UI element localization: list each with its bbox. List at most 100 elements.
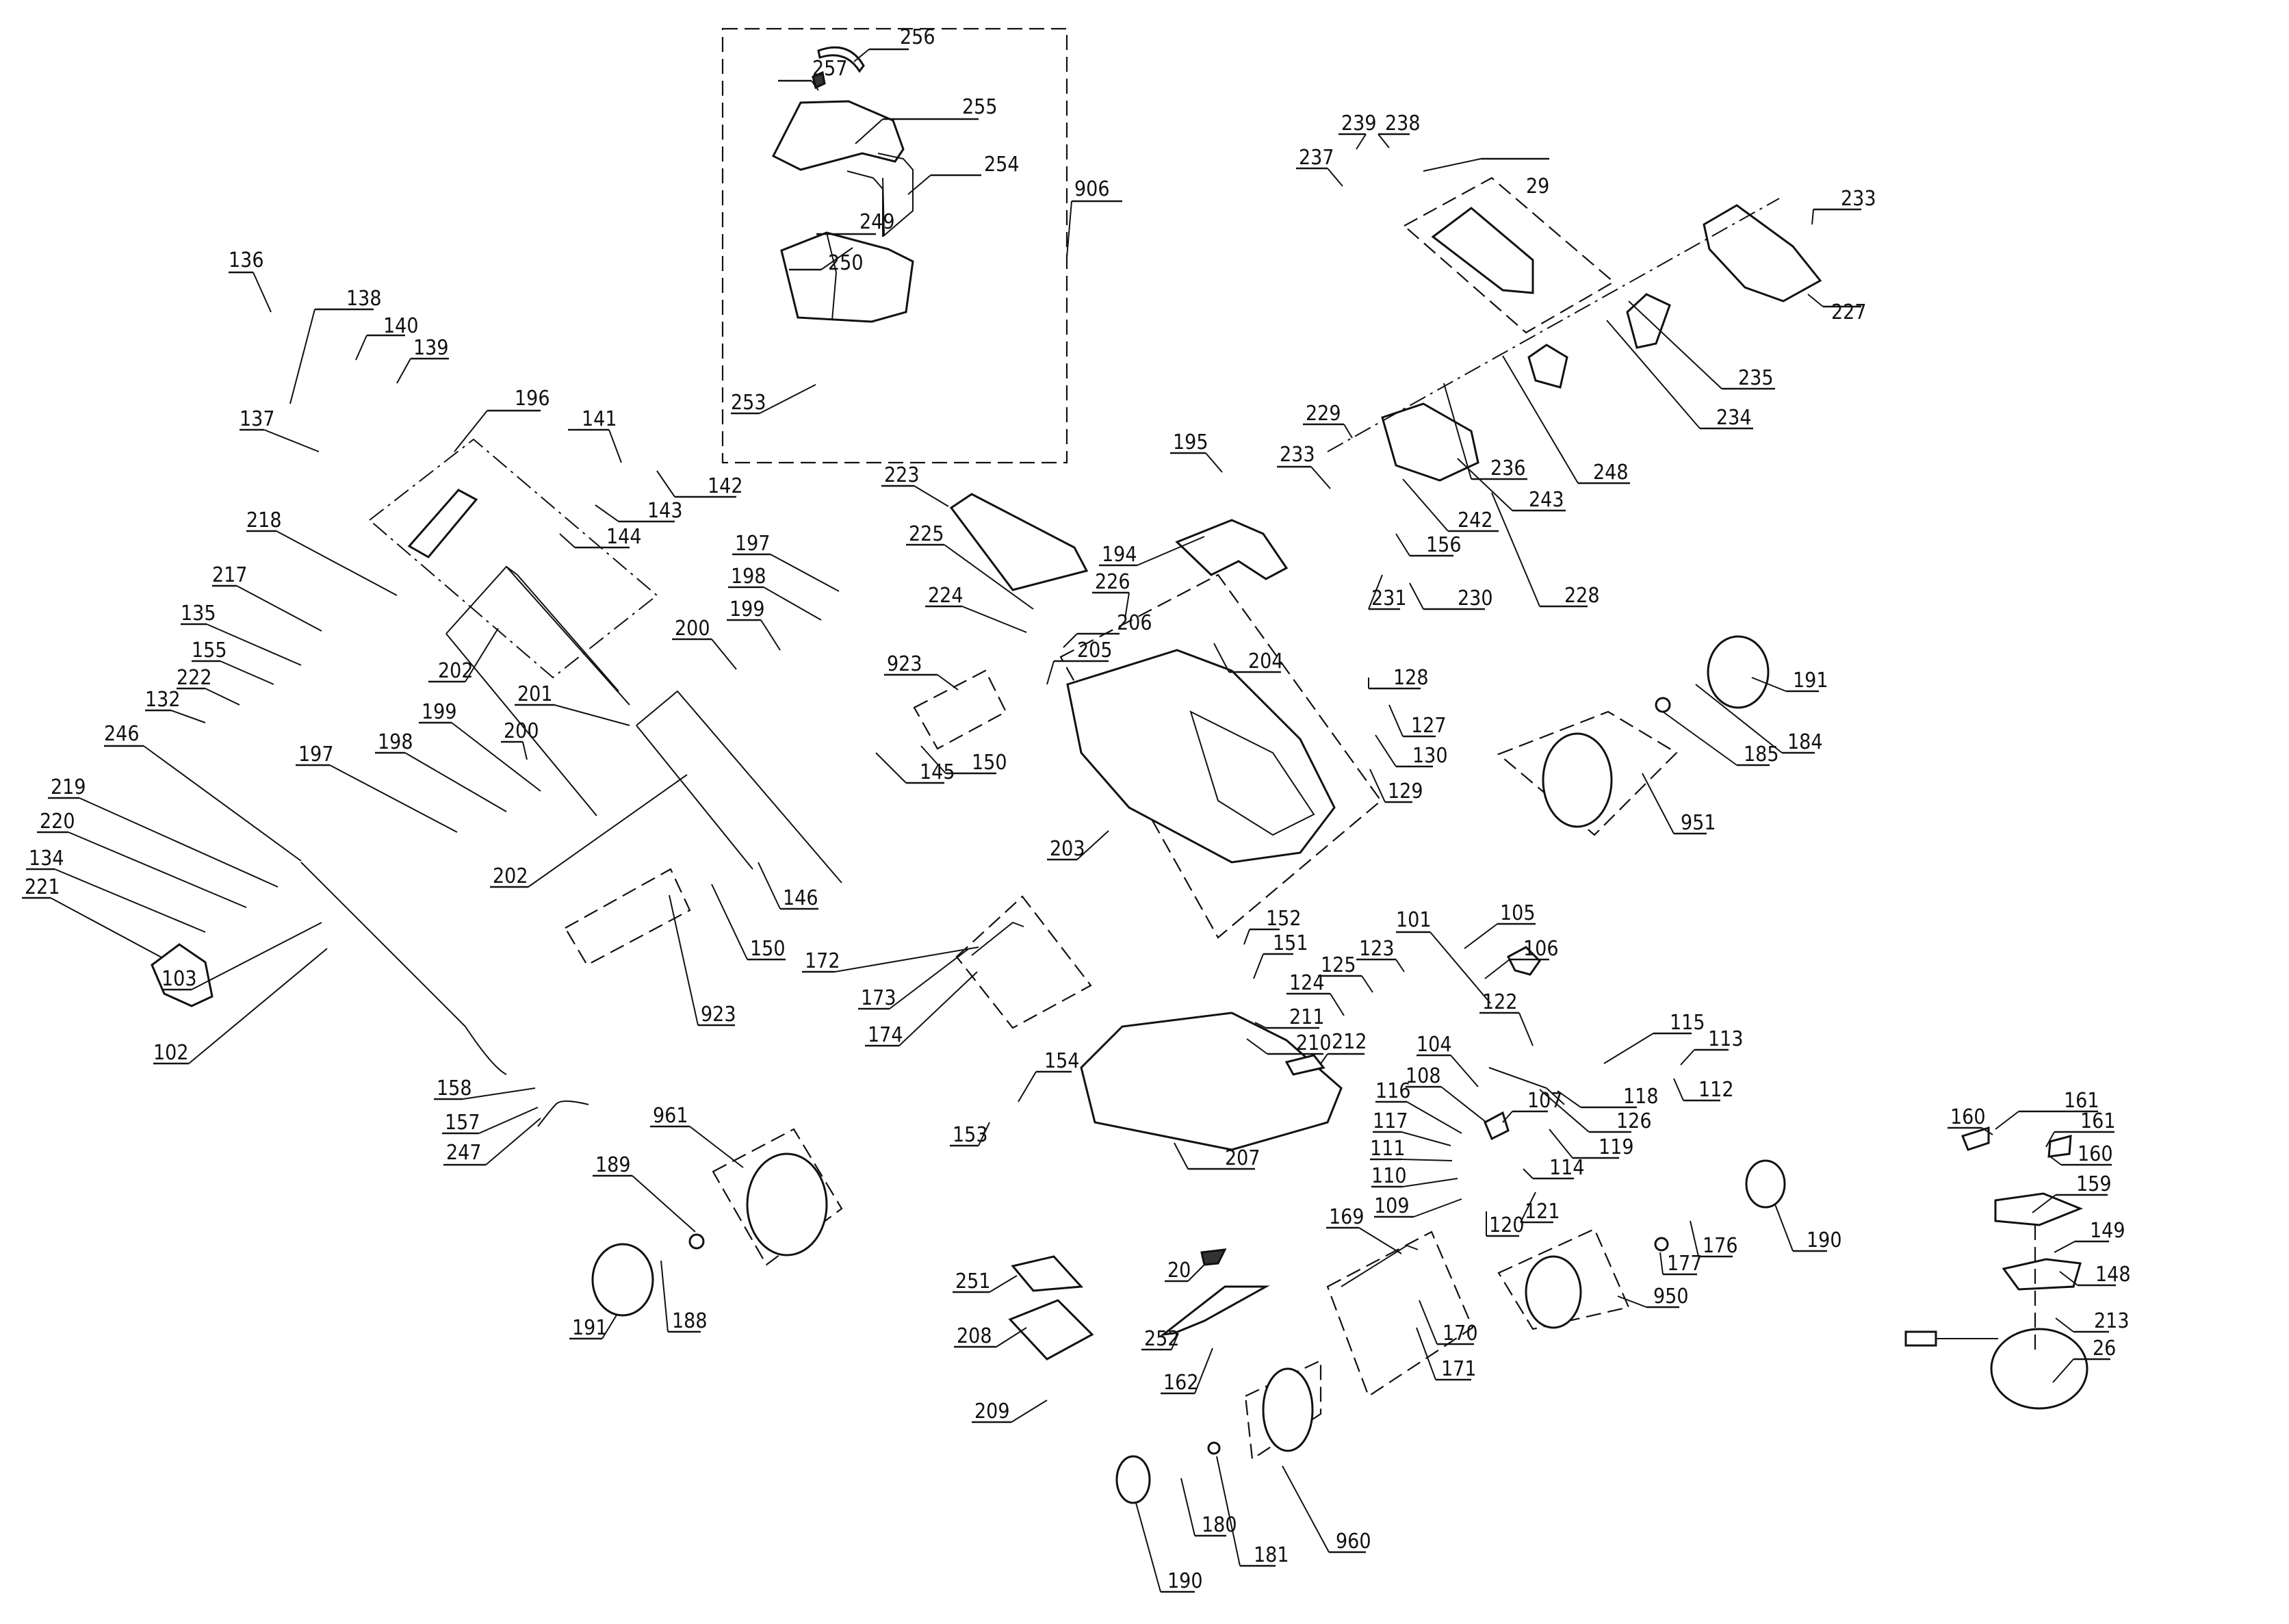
leader-line	[79, 797, 279, 888]
label-235: 235	[1738, 366, 1774, 390]
rear-wheel-right[interactable]	[1542, 732, 1613, 828]
label-233-left: 233	[1280, 443, 1315, 467]
label-149: 149	[2090, 1219, 2125, 1243]
handle-grip-part[interactable]	[407, 489, 478, 558]
label-191-left: 191	[572, 1316, 608, 1340]
leader-line	[1018, 1071, 1037, 1103]
label-137: 137	[240, 407, 275, 431]
leader-line	[937, 674, 959, 691]
bowden-cable[interactable]	[300, 862, 507, 1075]
label-162: 162	[1163, 1371, 1199, 1395]
label-196: 196	[515, 387, 550, 411]
leader-line	[1171, 1332, 1179, 1350]
label-127: 127	[1411, 714, 1447, 738]
height-adjust-rear-part[interactable]	[971, 921, 1024, 956]
grass-catcher-boundary	[721, 27, 1068, 464]
leader-line	[454, 410, 488, 452]
lever-rod-part[interactable]	[1488, 1067, 1565, 1105]
front-wheel-left[interactable]	[1262, 1367, 1314, 1452]
rod-247-part[interactable]	[537, 1100, 589, 1127]
front-wheel-cap-right[interactable]	[1745, 1159, 1786, 1209]
label-206: 206	[1117, 611, 1152, 635]
label-125: 125	[1321, 953, 1356, 977]
battery-cover-boundary	[1403, 177, 1615, 334]
label-227: 227	[1831, 300, 1867, 324]
blade-adapter-part[interactable]	[1200, 1248, 1227, 1266]
wheel-cap-left[interactable]	[591, 1243, 654, 1317]
control-box-part[interactable]	[1381, 402, 1479, 482]
label-117: 117	[1373, 1109, 1408, 1133]
leader-line	[559, 533, 576, 548]
leader-line	[811, 80, 819, 91]
upper-handle-bar[interactable]	[445, 565, 619, 692]
label-128: 128	[1393, 666, 1429, 690]
leader-line	[170, 710, 206, 723]
mulch-plate-part[interactable]	[1011, 1255, 1084, 1292]
label-213: 213	[2094, 1309, 2130, 1333]
cover-plate-212[interactable]	[1284, 1054, 1325, 1076]
label-252: 252	[1144, 1327, 1180, 1351]
blade-part[interactable]	[1159, 1285, 1270, 1337]
motor-part[interactable]	[1990, 1328, 2088, 1410]
label-191-right: 191	[1793, 669, 1828, 693]
leader-line	[656, 470, 675, 498]
leader-line	[1464, 923, 1498, 949]
label-155: 155	[192, 639, 227, 662]
label-221: 221	[25, 875, 60, 899]
rear-flap-part[interactable]	[949, 493, 1089, 591]
knob-part[interactable]	[1507, 946, 1541, 976]
label-144: 144	[606, 525, 642, 549]
height-adjust-front-part[interactable]	[1341, 1244, 1419, 1287]
label-256: 256	[900, 25, 935, 49]
label-29: 29	[1526, 175, 1549, 198]
label-229: 229	[1306, 402, 1341, 426]
label-194: 194	[1102, 543, 1137, 567]
lever-bracket-part[interactable]	[1484, 1111, 1510, 1141]
motor-mount-part[interactable]	[2002, 1258, 2082, 1291]
label-181: 181	[1254, 1543, 1289, 1567]
deck-part[interactable]	[1080, 1011, 1343, 1151]
front-wheel-right[interactable]	[1525, 1255, 1582, 1329]
leader-line	[54, 868, 206, 933]
leader-line	[1358, 1227, 1402, 1254]
leader-line	[944, 544, 1034, 610]
leader-line	[1135, 1502, 1161, 1593]
label-250: 250	[828, 251, 864, 275]
carry-handle-part[interactable]	[1175, 519, 1289, 580]
rear-wheel-left[interactable]	[746, 1152, 828, 1256]
switch-cover-left[interactable]	[1961, 1126, 1990, 1151]
switch-housing-part[interactable]	[1626, 293, 1671, 349]
label-247: 247	[446, 1141, 482, 1165]
leader-line	[1416, 1327, 1436, 1380]
leader-line	[1419, 1300, 1438, 1345]
rear-housing-part[interactable]	[1703, 204, 1822, 302]
catcher-clip-part[interactable]	[812, 70, 826, 90]
switch-cover-right[interactable]	[2047, 1135, 2072, 1158]
leader-line	[1063, 633, 1078, 648]
leader-line	[206, 623, 302, 666]
leader-line	[1450, 1055, 1479, 1087]
catcher-handle-part[interactable]	[817, 46, 865, 73]
switch-bracket-part[interactable]	[1527, 344, 1568, 389]
chute-part[interactable]	[1008, 1299, 1094, 1361]
lower-handle-bar[interactable]	[636, 690, 842, 884]
main-body-part[interactable]	[1066, 649, 1336, 864]
leader-line	[758, 862, 781, 910]
front-wheel-cap-left[interactable]	[1115, 1455, 1151, 1504]
label-102: 102	[153, 1041, 189, 1065]
catcher-lid-part[interactable]	[771, 100, 905, 171]
label-172: 172	[805, 949, 840, 973]
rear-cover-left-part[interactable]	[151, 943, 214, 1007]
label-199-lower: 199	[422, 700, 457, 724]
upper-handle-boundary	[368, 438, 658, 679]
label-243: 243	[1529, 488, 1564, 512]
leader-line	[1246, 1038, 1268, 1055]
leader-line	[1356, 133, 1367, 150]
leader-line	[820, 247, 853, 270]
leader-line	[143, 745, 302, 862]
wheel-cap-right[interactable]	[1707, 635, 1770, 709]
leader-line	[1457, 458, 1513, 511]
catcher-bag-part[interactable]	[780, 231, 914, 323]
battery-cover-part[interactable]	[1431, 207, 1534, 294]
